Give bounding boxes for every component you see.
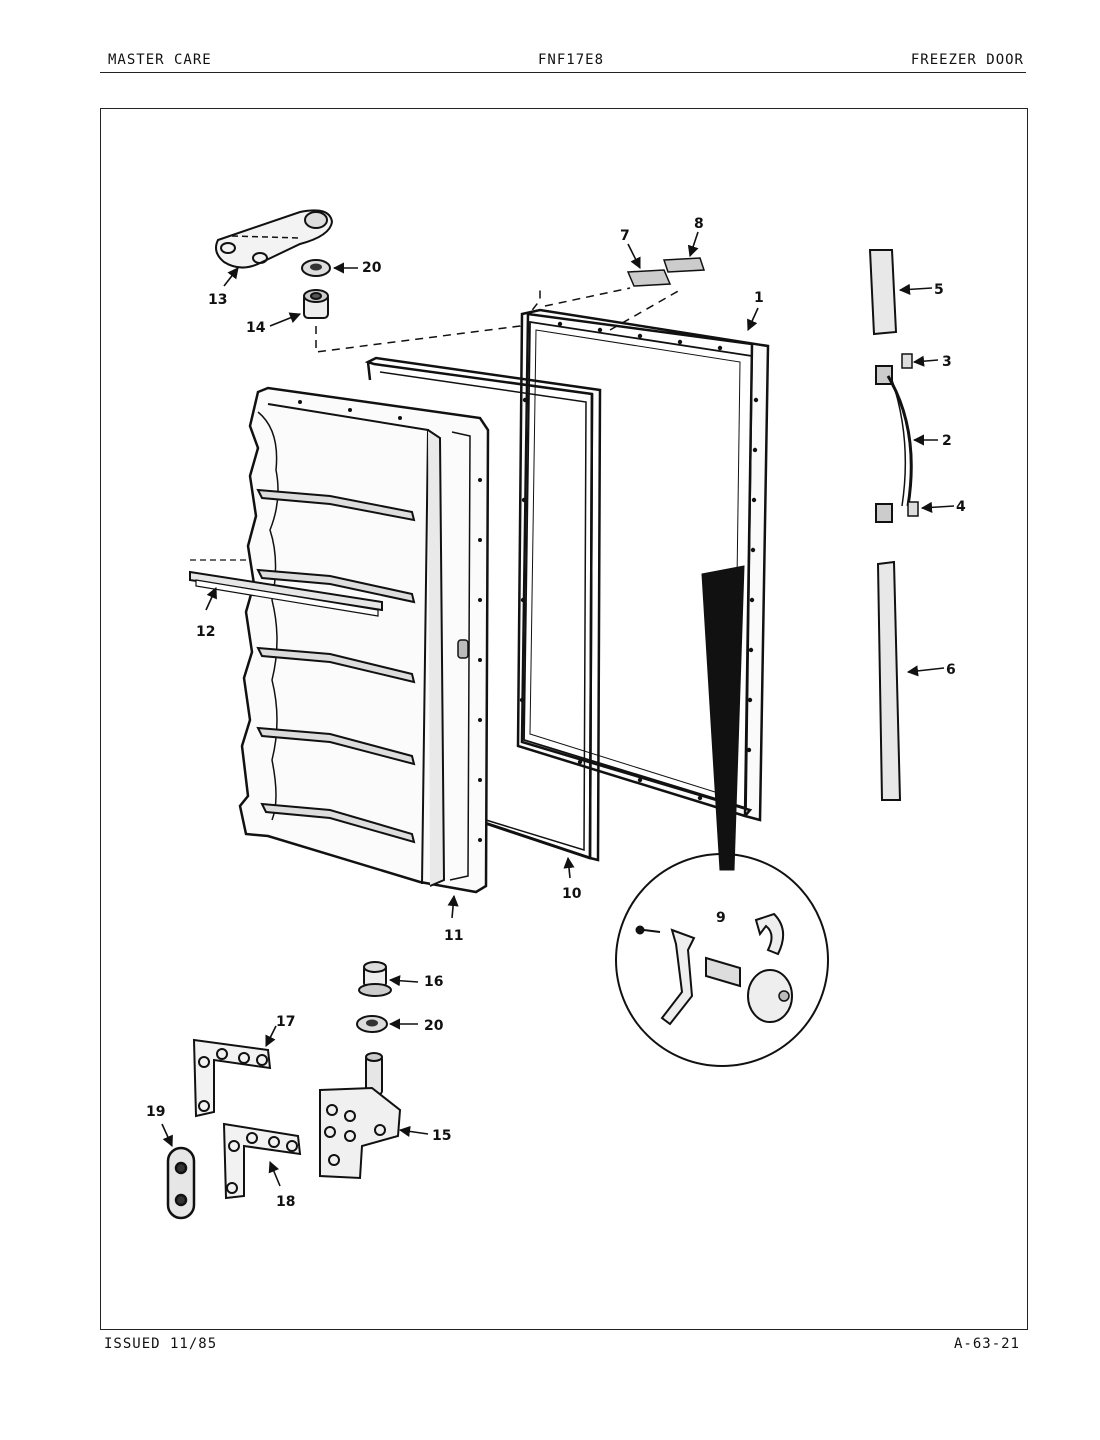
callout-20-lower: 20 <box>424 1018 444 1034</box>
part-14-bushing <box>303 289 329 319</box>
part-11-door-liner <box>238 386 490 894</box>
diagram-frame <box>100 108 1028 1330</box>
callout-20-upper: 20 <box>362 260 382 276</box>
callout-19: 19 <box>146 1104 165 1120</box>
callout-10: 10 <box>562 886 582 902</box>
header-model: FNF17E8 <box>538 52 605 68</box>
callout-12: 12 <box>196 624 215 640</box>
part-17-hinge-shim <box>192 1038 272 1118</box>
part-5-top-trim-strip <box>868 249 898 336</box>
part-13-top-hinge <box>215 209 334 269</box>
header-brand: MASTER CARE <box>108 52 212 68</box>
callout-16: 16 <box>424 974 443 990</box>
part-2-door-handle <box>875 365 913 523</box>
callout-6: 6 <box>946 662 956 678</box>
part-6-bottom-trim-strip <box>876 560 902 801</box>
footer-page-code: A-63-21 <box>953 1336 1020 1352</box>
callout-numbers: 1 2 3 4 5 6 7 8 9 10 11 12 13 14 15 16 1… <box>146 216 966 1210</box>
part-20-upper-washer <box>301 259 331 277</box>
part-3-upper-end-cap <box>901 353 913 369</box>
callout-3: 3 <box>942 354 952 370</box>
footer-issued: ISSUED 11/85 <box>104 1336 218 1352</box>
callout-17: 17 <box>276 1014 295 1030</box>
part-12-door-rack <box>189 559 383 617</box>
callout-9: 9 <box>716 910 726 926</box>
callout-14: 14 <box>246 320 266 336</box>
callout-13: 13 <box>208 292 227 308</box>
header-section: FREEZER DOOR <box>910 52 1024 68</box>
part-8-label-b <box>662 257 706 273</box>
callout-18: 18 <box>276 1194 295 1210</box>
callout-11: 11 <box>444 928 463 944</box>
header-rule <box>100 72 1026 73</box>
part-16-hinge-pin <box>358 961 392 997</box>
callout-7: 7 <box>620 228 630 244</box>
callout-5: 5 <box>934 282 944 298</box>
part-20-lower-washer <box>356 1015 388 1033</box>
part-4-lower-end-cap <box>907 501 919 517</box>
part-9-latch-detail <box>615 565 829 1067</box>
part-18-hinge-shim <box>222 1122 302 1200</box>
callout-4: 4 <box>956 499 966 515</box>
assembly-dashed-guides <box>315 287 681 353</box>
leader-arrows <box>161 231 955 1187</box>
callout-1: 1 <box>754 290 764 306</box>
part-19-hinge-plug <box>166 1146 196 1220</box>
callout-2: 2 <box>942 433 952 449</box>
callout-8: 8 <box>694 216 704 232</box>
part-15-bottom-hinge <box>319 1052 402 1180</box>
part-7-label-a <box>626 269 672 287</box>
callout-15: 15 <box>432 1128 451 1144</box>
